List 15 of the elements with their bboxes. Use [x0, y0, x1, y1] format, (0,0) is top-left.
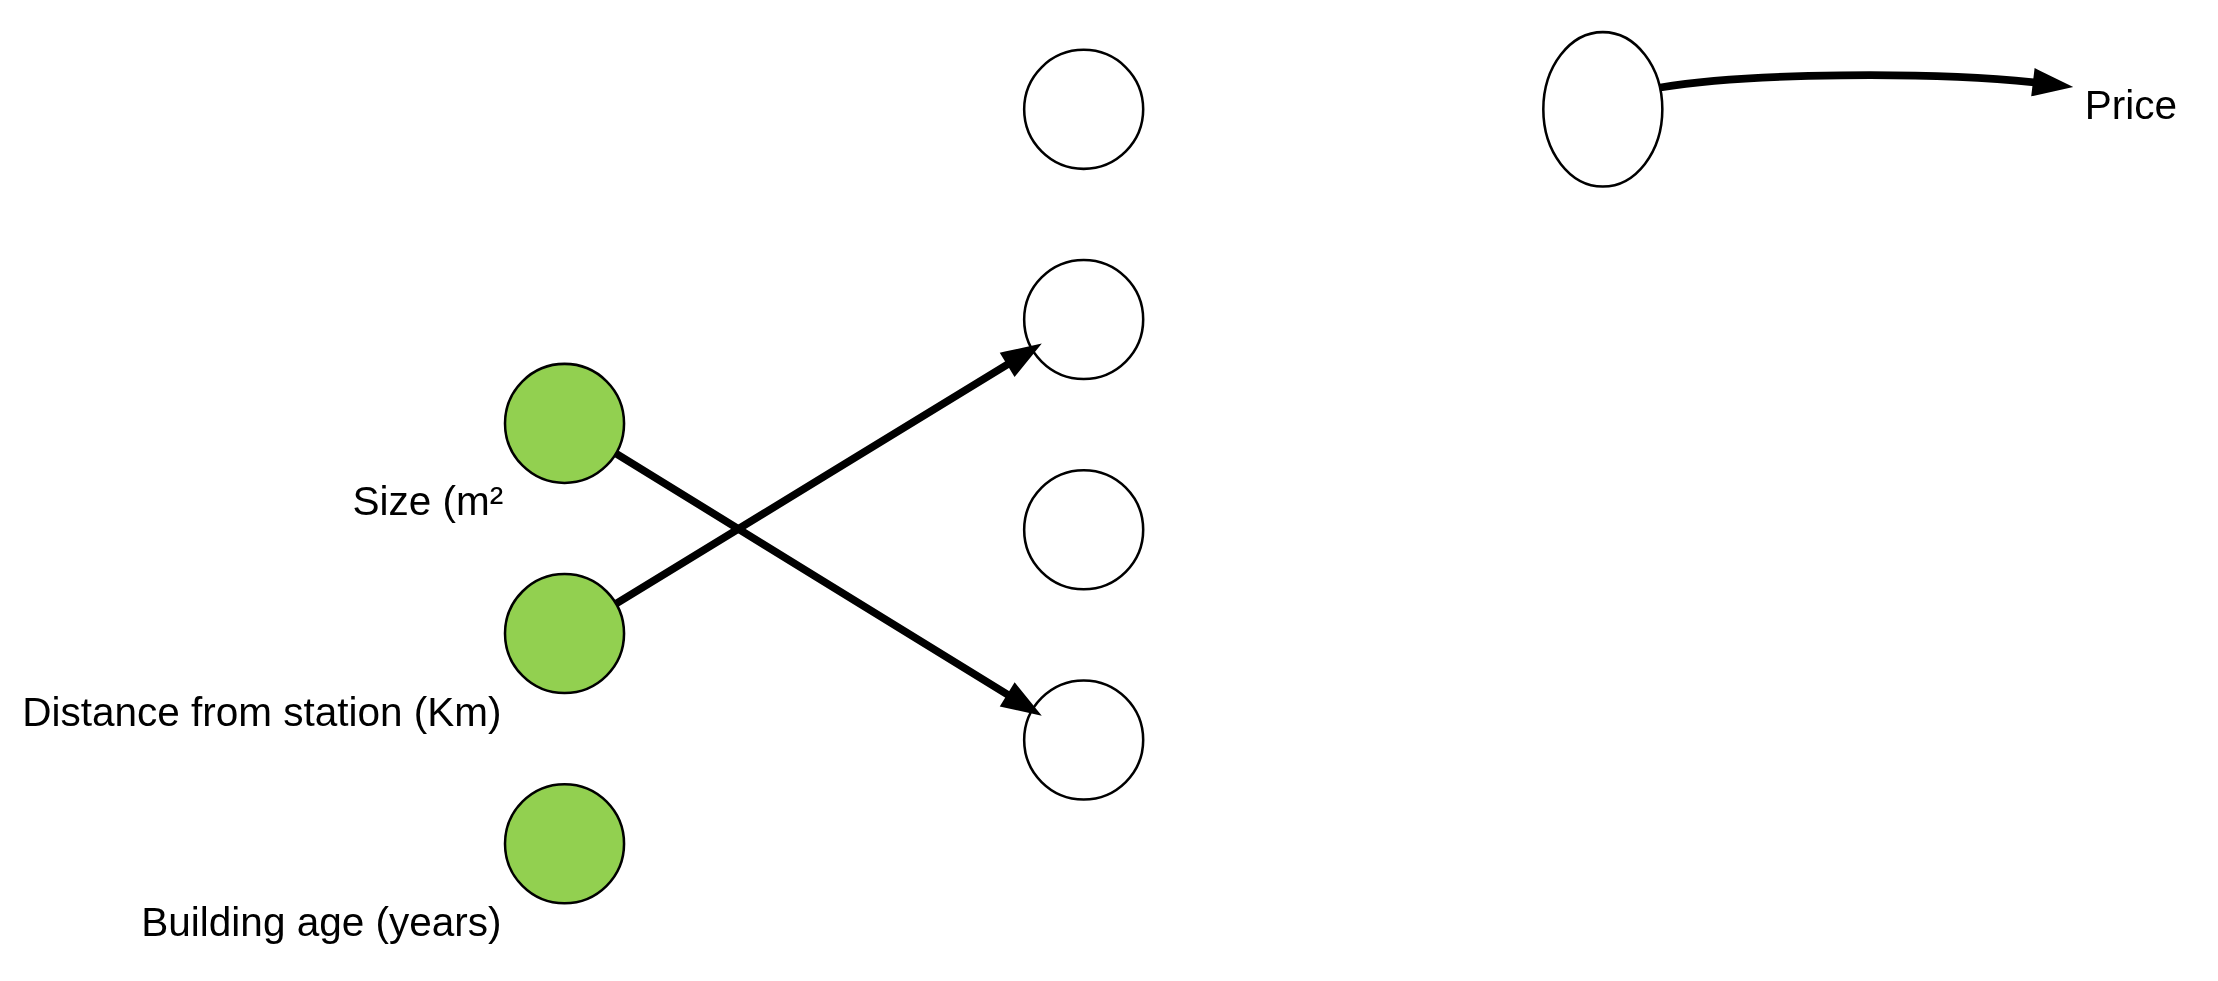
node-label: Size (m²	[352, 478, 504, 525]
node-circle	[1022, 468, 1145, 591]
node-label: Distance from station (Km)	[22, 688, 502, 735]
arrow	[614, 343, 1042, 607]
arrow	[614, 450, 1042, 716]
node-circle	[503, 362, 626, 485]
node-circle	[503, 572, 626, 695]
node-label: Building age (years)	[141, 898, 502, 945]
node-circle	[503, 783, 626, 905]
node-circle	[1022, 258, 1145, 381]
arrow	[1659, 68, 2074, 97]
node-text: Price	[2084, 81, 2177, 128]
node-circle	[1022, 48, 1145, 171]
node-circle	[1542, 30, 1664, 188]
node-circle	[1022, 679, 1145, 801]
